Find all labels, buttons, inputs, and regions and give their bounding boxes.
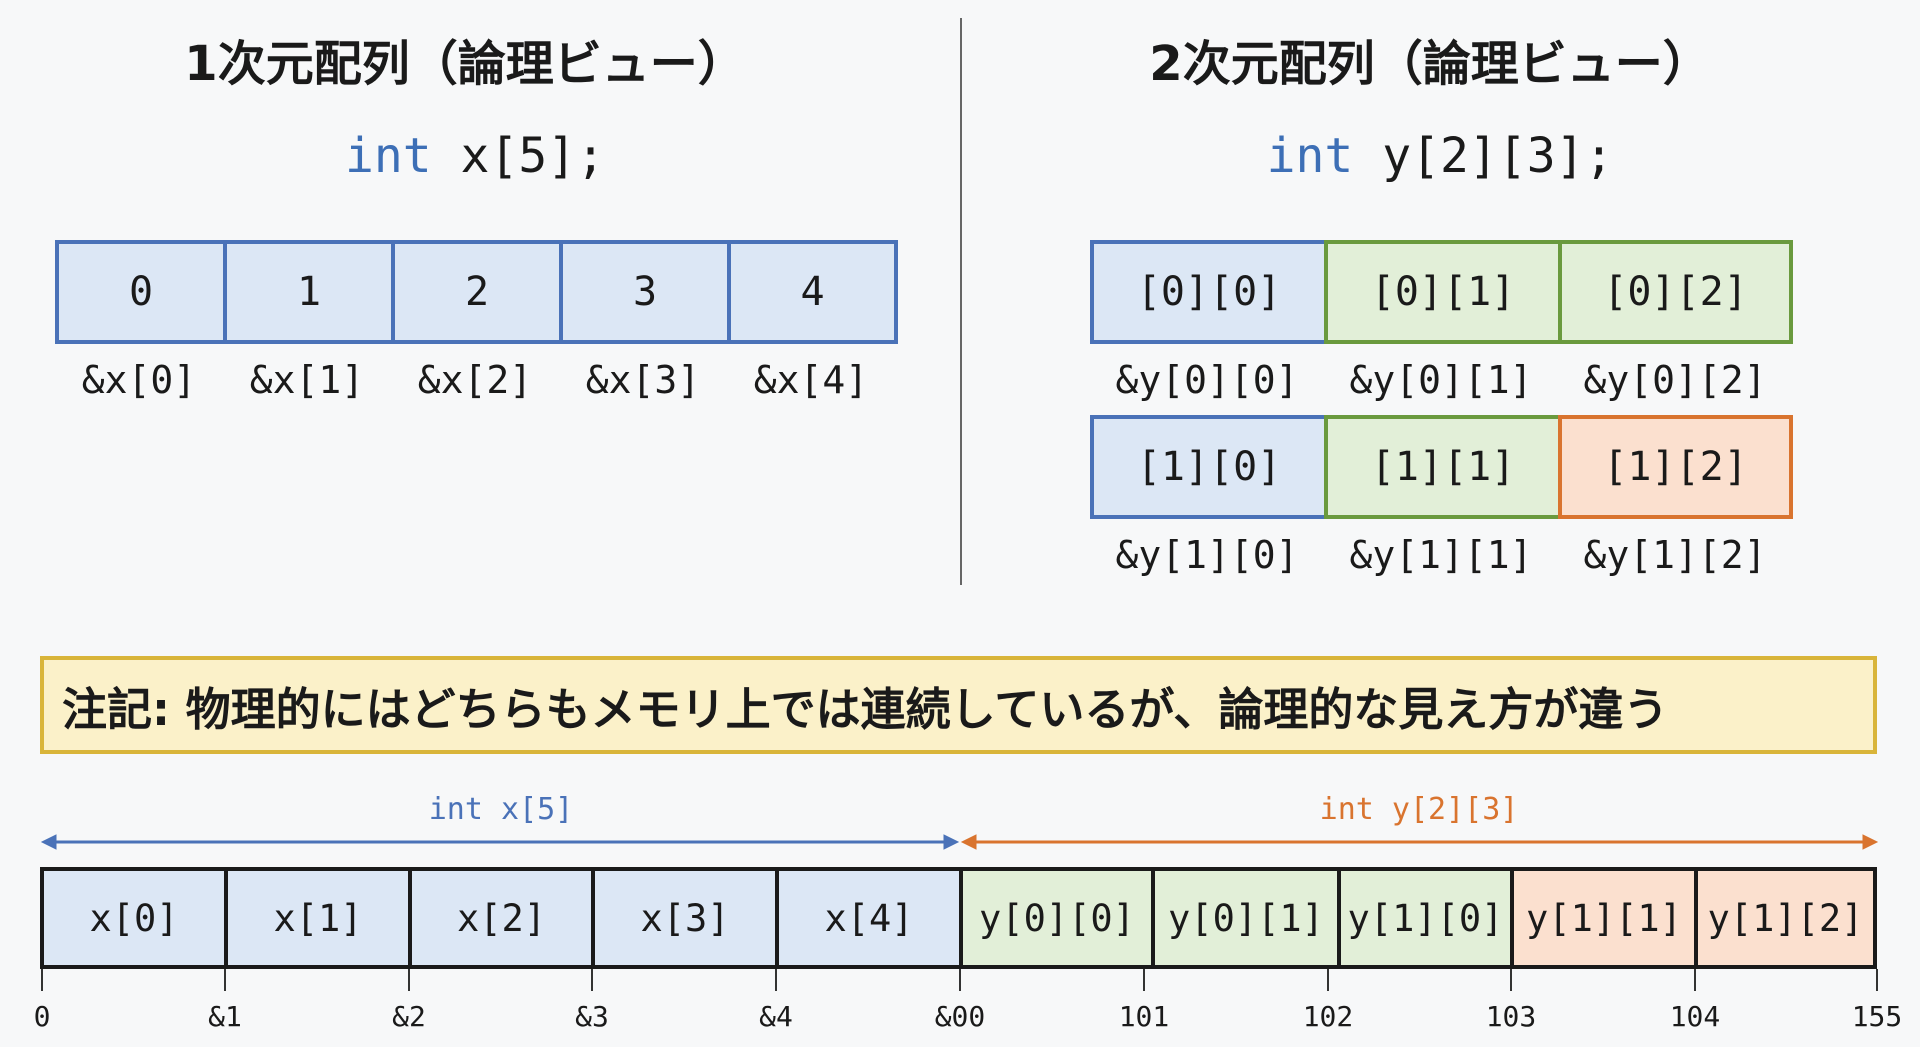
tick: [1327, 969, 1329, 991]
array-cell: 4: [727, 240, 898, 344]
array-cell: [1][0]: [1090, 415, 1328, 519]
tick: [591, 969, 593, 991]
address-label: &x[3]: [585, 358, 701, 402]
tick: [408, 969, 410, 991]
array-cell: 1: [223, 240, 395, 344]
address-tick-label: &1: [208, 1000, 242, 1033]
tick: [1694, 969, 1696, 991]
address-label: &x[1]: [249, 358, 365, 402]
address-tick-label: 102: [1302, 1000, 1354, 1033]
tick: [1510, 969, 1512, 991]
address-label: &x[0]: [81, 358, 197, 402]
x-span-label: int x[5]: [428, 792, 574, 827]
left-title: 1次元配列（論理ビュー）: [184, 36, 746, 92]
keyword: int: [344, 128, 432, 184]
memory-cell: x[3]: [591, 867, 779, 969]
tick: [959, 969, 961, 991]
memory-cell: y[0][0]: [959, 867, 1155, 969]
tick: [775, 969, 777, 991]
memory-cell: x[1]: [224, 867, 412, 969]
tick: [1876, 969, 1878, 991]
array-cell: [1][1]: [1324, 415, 1562, 519]
array-cell: [1][2]: [1558, 415, 1793, 519]
array-cell: 0: [55, 240, 227, 344]
right-title: 2次元配列（論理ビュー）: [1149, 36, 1711, 92]
tick: [41, 969, 43, 991]
address-label: &y[0][0]: [1115, 358, 1299, 402]
address-tick-label: 0: [33, 1000, 51, 1033]
address-tick-label: &00: [934, 1000, 986, 1033]
memory-cell: y[1][2]: [1694, 867, 1877, 969]
x-span-arrow: [40, 834, 960, 850]
address-tick-label: 155: [1851, 1000, 1903, 1033]
tick: [224, 969, 226, 991]
memory-cell: y[1][0]: [1337, 867, 1514, 969]
address-tick-label: 103: [1485, 1000, 1537, 1033]
address-tick-label: 104: [1669, 1000, 1721, 1033]
address-tick-label: &3: [575, 1000, 609, 1033]
array-cell: 2: [391, 240, 563, 344]
memory-cell: x[2]: [408, 867, 595, 969]
memory-cell: y[1][1]: [1510, 867, 1698, 969]
declaration-rest: x[5];: [431, 128, 606, 184]
address-tick-label: &2: [392, 1000, 426, 1033]
address-label: &y[1][0]: [1115, 533, 1299, 577]
span-arrows: [40, 834, 1879, 850]
address-label: &y[0][1]: [1349, 358, 1533, 402]
array-cell: [0][2]: [1558, 240, 1793, 344]
array-cell: [0][1]: [1324, 240, 1562, 344]
memory-cell: x[0]: [40, 867, 228, 969]
memory-cell: y[0][1]: [1151, 867, 1341, 969]
tick: [1143, 969, 1145, 991]
y-span-arrow: [960, 834, 1879, 850]
array-cell: [0][0]: [1090, 240, 1328, 344]
address-tick-label: &4: [759, 1000, 793, 1033]
keyword: int: [1266, 128, 1354, 184]
address-label: &x[2]: [417, 358, 533, 402]
declaration-rest: y[2][3];: [1353, 128, 1614, 184]
right-declaration: int y[2][3];: [990, 128, 1890, 184]
note-box: 注記: 物理的にはどちらもメモリ上では連続しているが、論理的な見え方が違う: [40, 656, 1877, 754]
address-label: &y[1][2]: [1583, 533, 1767, 577]
address-label: &x[4]: [753, 358, 869, 402]
memory-cell: x[4]: [775, 867, 963, 969]
address-label: &y[1][1]: [1349, 533, 1533, 577]
divider: [960, 18, 962, 585]
left-declaration: int x[5];: [25, 128, 925, 184]
address-tick-label: 101: [1118, 1000, 1170, 1033]
y-span-label: int y[2][3]: [1319, 792, 1519, 827]
array-cell: 3: [559, 240, 731, 344]
address-label: &y[0][2]: [1583, 358, 1767, 402]
